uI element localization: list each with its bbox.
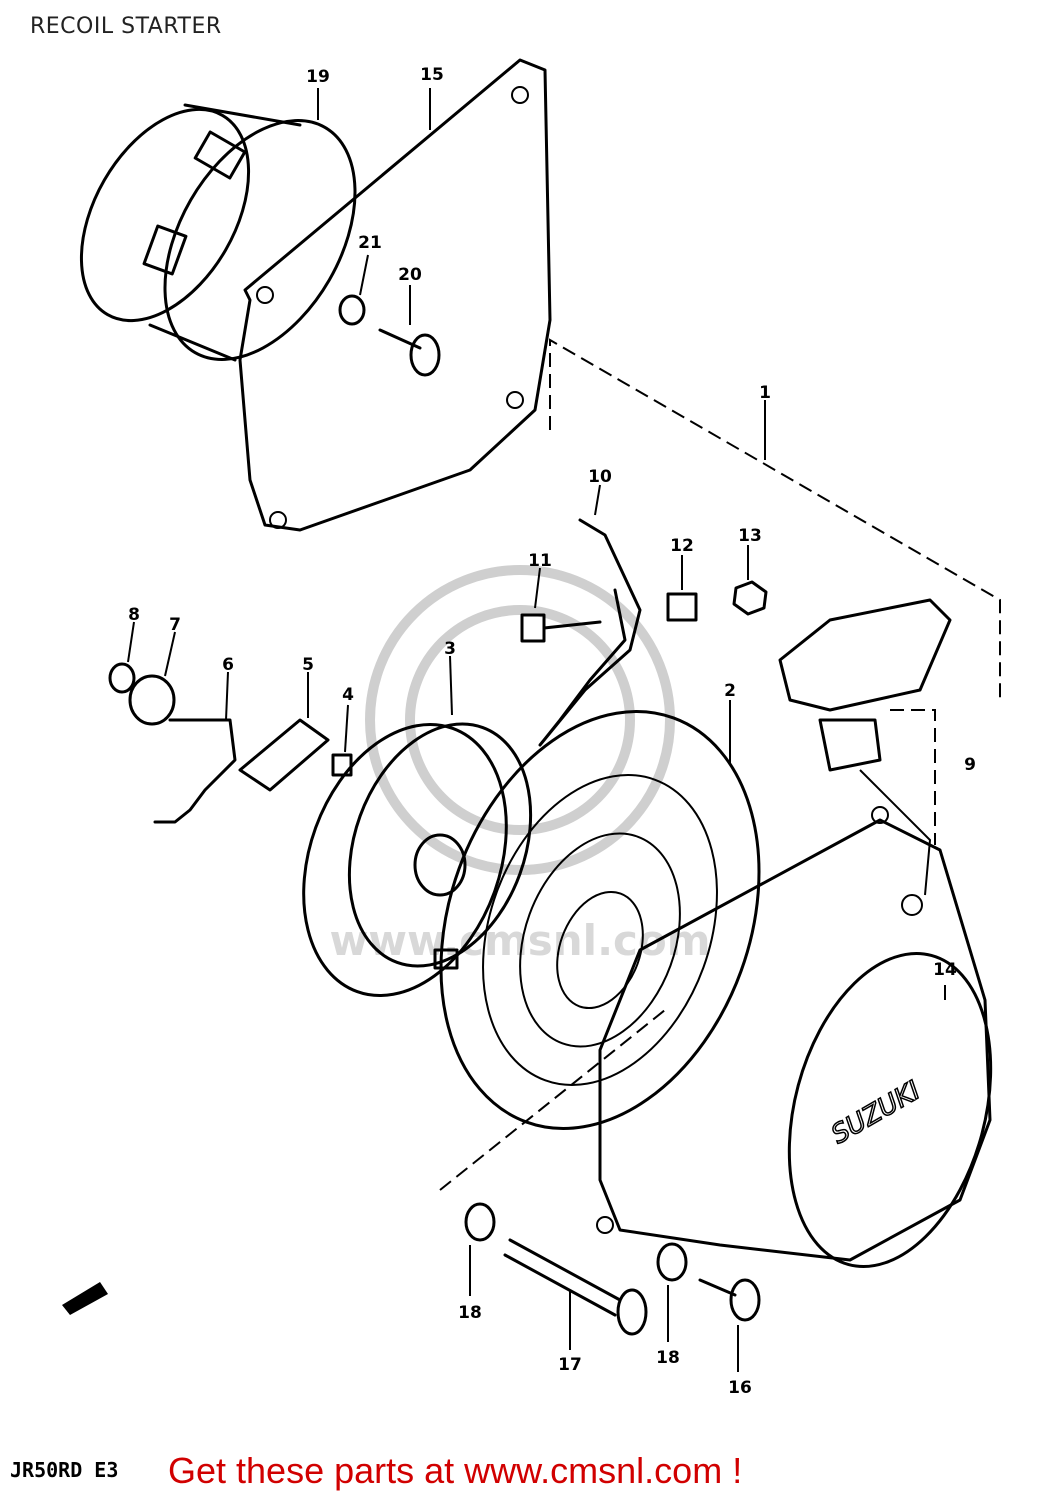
leader-lines <box>127 88 946 1372</box>
part-number-5: 5 <box>302 655 314 675</box>
nut-drawing <box>732 580 768 616</box>
part-number-7: 7 <box>169 615 181 635</box>
part-number-15: 15 <box>420 65 444 85</box>
front-arrow-icon <box>62 1282 108 1315</box>
spring-6-drawing <box>153 718 237 824</box>
part-number-18a: 18 <box>458 1303 482 1323</box>
washer-7-drawing <box>128 674 176 726</box>
part-number-1: 1 <box>759 383 771 403</box>
lever-drawing <box>538 518 642 747</box>
assembly-bracket-1 <box>549 338 1001 700</box>
part-number-11: 11 <box>528 551 552 571</box>
part-number-21: 21 <box>358 233 382 253</box>
brand-emblem: SUZUKI <box>826 1076 925 1151</box>
part-number-14: 14 <box>933 960 957 980</box>
part-number-6: 6 <box>222 655 234 675</box>
part-number-17: 17 <box>558 1355 582 1375</box>
gasket-drawing <box>238 58 552 532</box>
washer-18a-drawing <box>464 1202 496 1242</box>
recoil-spring-drawing <box>439 710 761 1130</box>
spacer-drawing <box>666 592 698 622</box>
part-number-8: 8 <box>128 605 140 625</box>
reel-drawing <box>302 722 533 998</box>
starter-case-drawing: SUZUKI <box>596 806 993 1268</box>
part-number-9: 9 <box>964 755 976 775</box>
case-screw-drawing <box>698 1278 761 1322</box>
handle-bracket <box>890 709 936 845</box>
model-code: JR50RD E3 <box>10 1458 119 1482</box>
part-number-18b: 18 <box>656 1348 680 1368</box>
part-number-20: 20 <box>398 265 422 285</box>
long-bolt-drawing <box>503 1238 648 1336</box>
circlip-drawing <box>108 662 136 694</box>
screw-drawing <box>378 328 441 377</box>
part-callouts: 1 2 3 4 5 6 7 8 9 10 11 12 13 14 15 16 1… <box>128 65 976 1398</box>
part-number-16: 16 <box>728 1378 752 1398</box>
part-number-10: 10 <box>588 467 612 487</box>
part-number-12: 12 <box>670 536 694 556</box>
assembly-bracket-lower <box>439 1009 666 1191</box>
bolt-drawing <box>520 613 602 643</box>
part-number-3: 3 <box>444 639 456 659</box>
washer-18b-drawing <box>656 1242 688 1282</box>
part-number-2: 2 <box>724 681 736 701</box>
handle-drawing <box>778 598 952 896</box>
part-number-19: 19 <box>306 67 330 87</box>
washer-drawing <box>338 294 366 326</box>
part-number-4: 4 <box>342 685 354 705</box>
pawl-drawing <box>238 718 330 792</box>
get-parts-link[interactable]: Get these parts at www.cmsnl.com ! <box>168 1450 743 1491</box>
starter-cup-drawing <box>79 103 357 362</box>
part-number-13: 13 <box>738 526 762 546</box>
page-title: RECOIL STARTER <box>30 14 222 39</box>
